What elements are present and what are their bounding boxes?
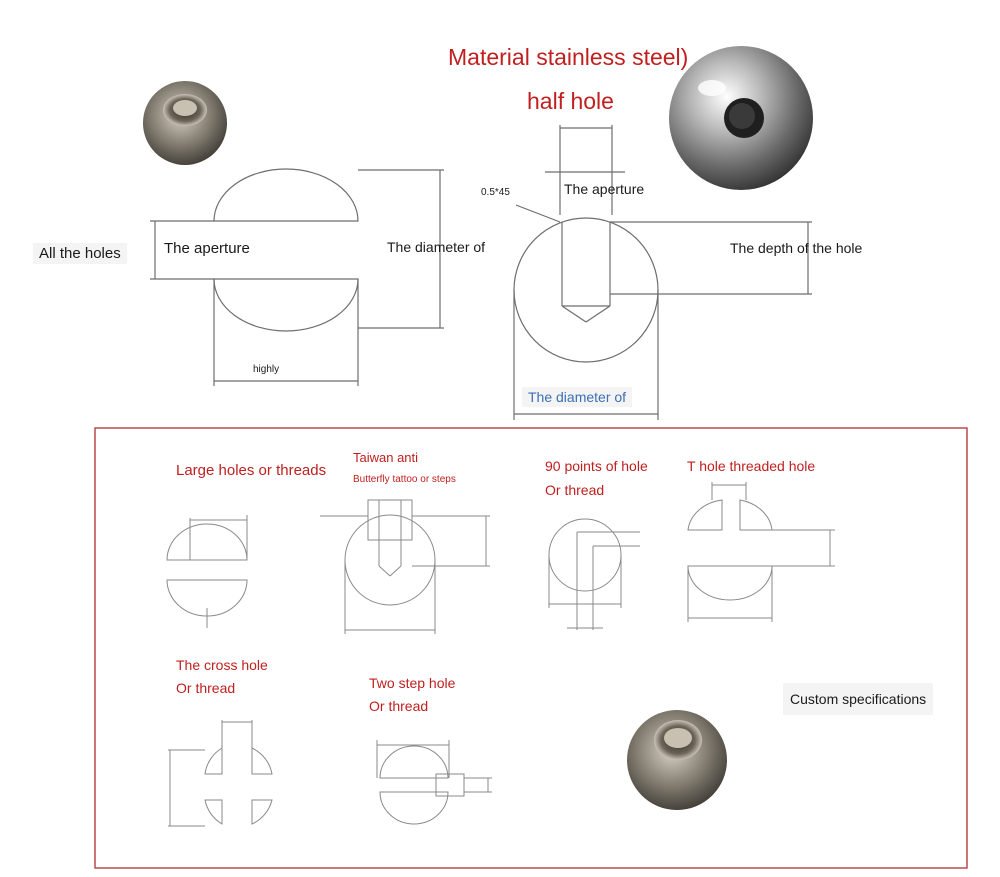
half-hole-section-right [513,125,812,420]
variant-t-hole-label: T hole threaded hole [687,458,816,474]
hole-type-title: half hole [527,88,614,114]
material-title: Material stainless steel) [448,44,689,70]
variant-taiwan-label-1: Taiwan anti [353,450,419,465]
variant-taiwan-label-2: Butterfly tattoo or steps [353,474,456,485]
variant-90-label-1: 90 points of hole [545,458,648,474]
ball-photo-small [143,81,227,165]
variant-large-holes-label: Large holes or threads [176,462,327,479]
label-highly: highly [253,364,280,375]
variant-taiwan-anti-drawing [320,499,490,634]
label-depth: The depth of the hole [730,240,863,256]
variant-two-step-label-2: Or thread [369,698,429,714]
variant-large-holes-drawing [166,515,248,628]
label-aperture-right: The aperture [564,181,645,197]
custom-specifications-label: Custom specifications [783,683,934,715]
variant-90-degree-drawing [548,518,640,630]
variant-two-step-label-1: Two step hole [369,675,456,691]
variant-two-step-drawing [376,740,492,825]
label-chamfer: 0.5*45 [481,187,510,198]
variant-t-hole-drawing [687,482,835,622]
label-diameter-left: The diameter of [387,239,486,255]
label-all-the-holes: All the holes [33,243,127,264]
label-aperture-left: The aperture [164,240,250,257]
variant-cross-hole-drawing [168,720,273,827]
ball-photo-bottom [627,710,727,810]
ball-photo-large [669,46,813,190]
half-hole-section-left [150,168,444,386]
variant-cross-label-1: The cross hole [176,657,268,673]
variant-cross-label-2: Or thread [176,680,236,696]
variants-frame [94,427,968,869]
label-diameter-right: The diameter of [522,387,633,407]
variant-90-label-2: Or thread [545,482,605,498]
